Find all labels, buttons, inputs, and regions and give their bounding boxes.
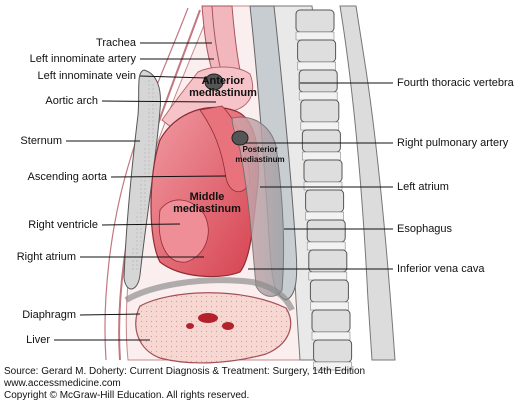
posterior-mediastinum-region <box>231 116 285 297</box>
anterior-mediastinum-label: Anterior <box>202 75 246 87</box>
left-innominate-vein-section <box>204 73 224 91</box>
vertebra-body <box>298 69 338 93</box>
right-labels: Fourth thoracic vertebra Right pulmonary… <box>246 77 515 275</box>
anterior-mediastinum-label-2: mediastinum <box>189 87 257 99</box>
label-sternum: Sternum <box>20 135 62 147</box>
vertebra-body <box>303 159 343 183</box>
intervertebral-disc <box>302 151 341 161</box>
source-line: Source: Gerard M. Doherty: Current Diagn… <box>4 366 366 377</box>
middle-mediastinum-label: Middle <box>190 191 225 203</box>
intervertebral-disc <box>300 121 340 131</box>
intervertebral-disc <box>313 361 352 371</box>
vertebra-body <box>311 309 351 333</box>
sternum <box>123 69 161 290</box>
label-right-pulmonary-artery: Right pulmonary artery <box>397 137 509 149</box>
label-right-ventricle: Right ventricle <box>28 219 98 231</box>
vertebrae <box>295 9 353 371</box>
vertebra-body <box>295 9 335 33</box>
intervertebral-disc <box>295 31 335 41</box>
intervertebral-disc <box>297 61 336 71</box>
intervertebral-disc <box>298 91 338 101</box>
label-ascending-aorta: Ascending aorta <box>28 171 108 183</box>
label-fourth-thoracic-vertebra: Fourth thoracic vertebra <box>397 77 515 89</box>
vertebra-body <box>300 99 340 123</box>
label-left-innominate-vein: Left innominate vein <box>38 70 136 82</box>
vertebra-body <box>305 189 345 213</box>
vertebra-body <box>309 279 349 303</box>
vertebra-body <box>306 219 346 243</box>
website-line: www.accessmedicine.com <box>4 378 121 389</box>
posterior-mediastinum-label: Posterior <box>242 145 277 154</box>
intervertebral-disc <box>305 211 344 221</box>
label-aortic-arch: Aortic arch <box>45 95 98 107</box>
label-diaphragm: Diaphragm <box>22 309 76 321</box>
intervertebral-disc <box>310 301 349 311</box>
right-pulmonary-artery-section <box>231 130 249 146</box>
source-credit: Source: Gerard M. Doherty: Current Diagn… <box>4 366 516 402</box>
posterior-mediastinum-label-2: mediastinum <box>235 155 284 164</box>
label-inferior-vena-cava: Inferior vena cava <box>397 263 485 275</box>
left-labels: Trachea Left innominate artery Left inno… <box>17 37 227 346</box>
label-esophagus: Esophagus <box>397 223 453 235</box>
middle-mediastinum-label-2: mediastinum <box>173 203 241 215</box>
label-left-innominate-artery: Left innominate artery <box>30 53 137 65</box>
liver <box>135 292 292 364</box>
intervertebral-disc <box>308 271 348 281</box>
intervertebral-disc <box>303 181 343 191</box>
intervertebral-disc <box>306 241 346 251</box>
right-ventricle-shape <box>158 199 209 263</box>
vertebra-body <box>301 129 341 153</box>
label-trachea: Trachea <box>96 37 137 49</box>
heart <box>150 105 260 278</box>
label-liver: Liver <box>26 334 50 346</box>
vertebra-body <box>313 339 353 363</box>
label-left-atrium: Left atrium <box>397 181 449 193</box>
diaphragm <box>124 277 295 312</box>
intervertebral-disc <box>311 331 351 341</box>
vertebra-body <box>297 39 337 63</box>
label-right-atrium: Right atrium <box>17 251 76 263</box>
copyright-line: Copyright © McGraw-Hill Education. All r… <box>4 390 250 401</box>
